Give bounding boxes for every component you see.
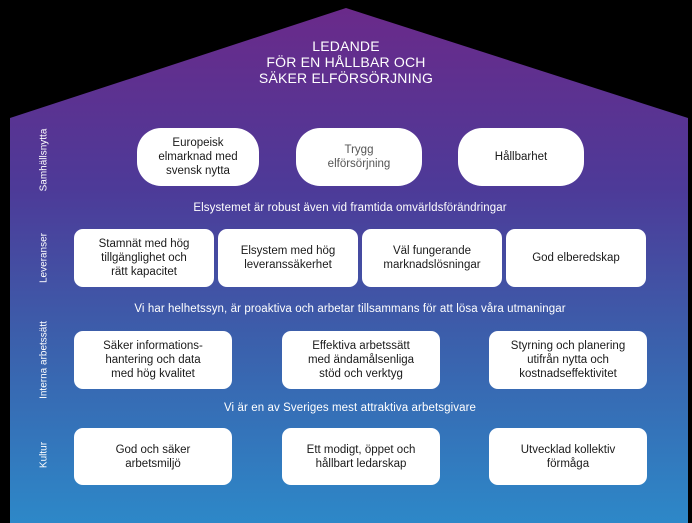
banner-arbetsgivare: Vi är en av Sveriges mest attraktiva arb… — [223, 402, 477, 414]
title-line-2: FÖR EN HÅLLBAR OCH — [266, 54, 426, 70]
box-line: God elberedskap — [532, 252, 620, 264]
side-label-samhallsnytta: Samhällsnytta — [38, 128, 50, 192]
title-line-1: LEDANDE — [312, 38, 380, 54]
box-line: förmåga — [546, 457, 590, 470]
box-line: Säker informations- — [103, 340, 203, 352]
box-line: Väl fungerande — [392, 245, 471, 257]
goal-box-marknad: Väl fungerande marknadslösningar — [362, 229, 502, 287]
goal-box-informationshantering: Säker informations- hantering och data m… — [74, 331, 232, 389]
box-line: elförsörjning — [327, 158, 391, 170]
goal-box-elsystem: Elsystem med hög leveranssäkerhet — [218, 229, 358, 287]
box-line: med ändamålsenliga — [307, 354, 415, 366]
box-line: arbetsmiljö — [125, 457, 181, 470]
box-line: stöd och verktyg — [319, 368, 403, 380]
box-line: marknadslösningar — [383, 259, 481, 271]
box-line: utifrån nytta och — [527, 354, 609, 366]
box-line: Ett modigt, öppet och — [306, 443, 416, 456]
box-line: Trygg — [344, 144, 374, 156]
box-line: svensk nytta — [166, 165, 230, 177]
side-label-leveranser: Leveranser — [38, 232, 50, 284]
goal-box-elforsorjning: Trygg elförsörjning — [296, 128, 422, 186]
box-line: Europeisk — [172, 137, 224, 149]
box-line: elmarknad med — [158, 151, 238, 163]
side-label-interna: Interna arbetssätt — [38, 321, 50, 399]
box-line: tillgänglighet och — [101, 252, 187, 264]
box-line: rätt kapacitet — [111, 266, 177, 278]
box-line: Effektiva arbetssätt — [312, 340, 410, 352]
goal-box-formaga: Utvecklad kollektiv förmåga — [489, 428, 647, 485]
box-line: hantering och data — [105, 354, 201, 366]
side-label-kultur: Kultur — [38, 441, 50, 469]
box-line: Styrning och planering — [510, 340, 626, 352]
box-line: Utvecklad kollektiv — [520, 443, 616, 456]
goal-box-styrning: Styrning och planering utifrån nytta och… — [489, 331, 647, 389]
goal-box-elberedskap: God elberedskap — [506, 229, 646, 287]
goal-box-arbetsmiljo: God och säker arbetsmiljö — [74, 428, 232, 485]
goal-box-ledarskap: Ett modigt, öppet och hållbart ledarskap — [282, 428, 440, 485]
box-line: God och säker — [115, 443, 191, 456]
box-line: hållbart ledarskap — [315, 457, 407, 470]
goal-box-arbetssatt: Effektiva arbetssätt med ändamålsenliga … — [282, 331, 440, 389]
box-line: Elsystem med hög — [240, 245, 336, 257]
banner-robust: Elsystemet är robust även vid framtida o… — [193, 202, 507, 214]
banner-helhetssyn: Vi har helhetssyn, är proaktiva och arbe… — [134, 303, 566, 315]
goal-box-stamnat: Stamnät med hög tillgänglighet och rätt … — [74, 229, 214, 287]
goal-box-hallbarhet: Hållbarhet — [458, 128, 584, 186]
goal-box-elmarknad: Europeisk elmarknad med svensk nytta — [137, 128, 259, 186]
house-title: LEDANDE FÖR EN HÅLLBAR OCH SÄKER ELFÖRSÖ… — [196, 38, 496, 86]
box-line: kostnadseffektivitet — [519, 368, 617, 380]
box-line: leveranssäkerhet — [244, 259, 332, 271]
title-line-3: SÄKER ELFÖRSÖRJNING — [258, 70, 434, 86]
box-line: Stamnät med hög — [98, 238, 190, 250]
box-line: med hög kvalitet — [111, 368, 195, 380]
box-line: Hållbarhet — [494, 151, 548, 163]
